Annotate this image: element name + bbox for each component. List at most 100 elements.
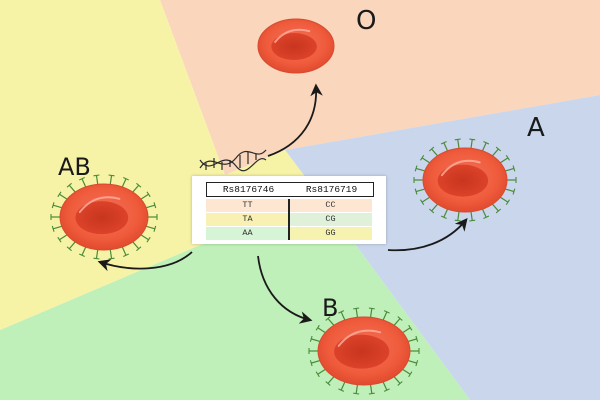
antigen-spike: [415, 188, 425, 193]
antigen-spike: [340, 311, 346, 321]
antigen-tip: [469, 219, 476, 222]
antigen-spike: [500, 196, 509, 203]
antigen-spike: [146, 225, 156, 230]
antigen-tip: [153, 202, 157, 209]
antigen-tip: [420, 155, 425, 161]
antigen-spike: [109, 249, 113, 259]
antigen-spike: [470, 211, 473, 221]
antigen-spike: [505, 167, 515, 172]
antigen-spike: [457, 211, 460, 221]
antigen-tip: [397, 316, 403, 321]
header-rs8176746: Rs8176746: [222, 184, 275, 195]
antigen-spike: [68, 184, 76, 193]
cell-highlight: [440, 159, 481, 177]
antigen-spike: [470, 139, 473, 149]
antigen-spike: [355, 384, 359, 394]
label-blood-type-o: O: [356, 6, 377, 36]
antigen-spike: [355, 308, 359, 318]
antigen-spike: [421, 196, 430, 203]
antigen-spike: [121, 178, 127, 188]
antigen-tip: [512, 165, 516, 172]
region-ab: [0, 0, 330, 330]
antigen-tip: [108, 257, 115, 260]
antigen-tip: [469, 138, 476, 141]
antigen-spike: [340, 381, 346, 391]
antigen-spike: [382, 381, 388, 391]
antigen-spike: [59, 193, 68, 200]
antigen-tip: [315, 371, 320, 378]
antigen-tip: [146, 236, 151, 243]
antigen-tip: [414, 165, 418, 172]
antigen-spike: [431, 203, 438, 212]
table-divider: [288, 199, 290, 240]
cell-center: [437, 164, 489, 197]
label-blood-type-ab: AB: [58, 153, 91, 181]
antigen-spike: [95, 249, 99, 259]
antigen-spike: [393, 318, 401, 326]
table-cell: TT: [242, 200, 253, 210]
antigen-tip: [495, 146, 502, 152]
antigen-tip: [454, 138, 461, 141]
cell-center: [334, 334, 390, 369]
antigen-spike: [52, 225, 62, 230]
antigen-tip: [315, 324, 320, 331]
antigen-tip: [483, 215, 490, 220]
antigen-tip: [483, 140, 490, 145]
antigen-tip: [415, 360, 419, 367]
antigen-spike: [81, 246, 87, 256]
antigen-spike: [132, 184, 140, 193]
table-cell: GG: [325, 228, 336, 238]
antigen-spike: [311, 338, 321, 342]
antigen-spike: [121, 246, 127, 256]
antigen-spike: [68, 241, 76, 250]
header-rs8176719: Rs8176719: [305, 184, 358, 195]
table-cell: CC: [325, 200, 336, 210]
antigen-spike: [95, 175, 99, 185]
antigen-tip: [428, 208, 435, 214]
antigen-spike: [402, 327, 411, 334]
antigen-tip: [309, 360, 313, 367]
antigen-tip: [338, 310, 345, 314]
antigen-tip: [66, 246, 72, 252]
antigen-spike: [393, 376, 401, 384]
dna-helix-icon: [199, 149, 267, 172]
antigen-tip: [325, 381, 331, 386]
antigen-tip: [57, 191, 62, 198]
arrow-to-a: [387, 218, 468, 252]
table-cell: AA: [242, 228, 253, 238]
antigen-tip: [57, 236, 62, 243]
antigen-tip: [383, 310, 390, 314]
antigen-spike: [327, 376, 335, 384]
label-blood-type-a: A: [527, 113, 545, 143]
antigen-tip: [440, 140, 447, 145]
cell-highlight: [78, 196, 121, 214]
antigen-spike: [505, 188, 515, 193]
antigen-spike: [109, 175, 113, 185]
antigen-tip: [136, 182, 142, 188]
antigen-tip: [408, 371, 413, 378]
antigen-spike: [132, 241, 140, 250]
antigen-spike: [327, 318, 335, 326]
antigen-spike: [481, 142, 487, 152]
antigen-tip: [505, 199, 510, 205]
antigen-tip: [153, 225, 157, 232]
table-cell: CG: [325, 214, 336, 224]
antigen-spike: [421, 157, 430, 164]
antigen-tip: [440, 215, 447, 220]
antigen-spike: [443, 142, 449, 152]
antigen-spike: [81, 178, 87, 188]
antigen-tip: [454, 219, 461, 222]
cell-highlight: [274, 28, 311, 43]
antigen-tip: [146, 191, 151, 198]
antigen-spike: [457, 139, 460, 149]
antigen-tip: [123, 253, 129, 257]
antigen-tip: [415, 335, 419, 342]
antigen-tip: [338, 388, 345, 392]
antigen-tip: [368, 392, 375, 395]
antigen-spike: [500, 157, 509, 164]
antigen-spike: [407, 360, 417, 364]
antigen-tip: [414, 188, 418, 195]
antigen-tip: [397, 381, 403, 386]
red-blood-cell-icon-o: [257, 18, 335, 74]
